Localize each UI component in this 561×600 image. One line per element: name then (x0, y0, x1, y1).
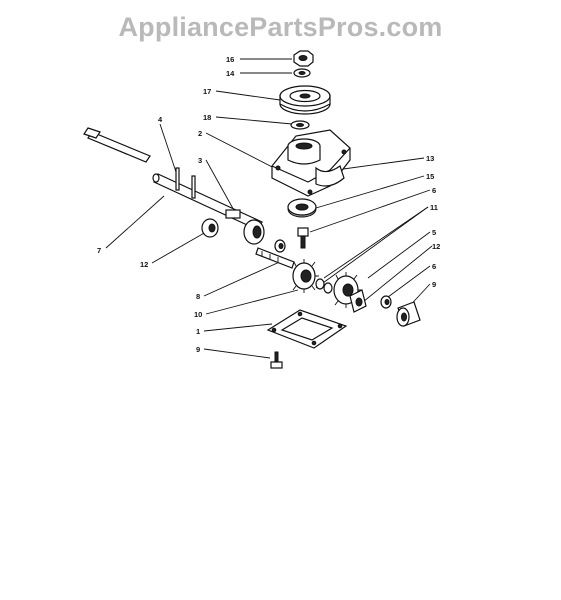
callout-7: 7 (97, 246, 101, 255)
leader-lines (105, 58, 433, 359)
part-9-screw (270, 351, 283, 369)
part-shaft-washer (274, 239, 286, 253)
callout-15: 15 (426, 172, 434, 181)
callout-16: 16 (226, 55, 234, 64)
part-drive-rod (83, 127, 151, 163)
callout-2: 2 (198, 129, 202, 138)
callout-labels: 16 14 17 18 2 4 3 13 15 6 11 7 12 5 12 6… (97, 55, 440, 354)
callout-6-upper: 6 (432, 186, 436, 195)
callout-5: 5 (432, 228, 436, 237)
callout-3: 3 (198, 156, 202, 165)
part-16-nut (293, 50, 314, 67)
site-watermark: AppliancePartsPros.com (118, 12, 443, 42)
part-9-bushing-right (396, 301, 421, 327)
callout-9-right: 9 (432, 280, 436, 289)
part-12-bushing-right (349, 289, 367, 313)
part-17-pulley (279, 85, 331, 115)
part-6-bolt-upper (297, 227, 309, 249)
callout-6-lower: 6 (432, 262, 436, 271)
callout-10: 10 (194, 310, 202, 319)
part-14-washer (293, 68, 311, 78)
part-11-washers (315, 278, 333, 294)
part-2-gear-housing (271, 129, 351, 197)
part-18-spacer (290, 120, 310, 130)
callout-14: 14 (226, 69, 235, 78)
callout-18: 18 (203, 113, 211, 122)
callout-12-left: 12 (140, 260, 148, 269)
part-6-washer-right (380, 295, 392, 309)
part-8-splined-shaft (255, 247, 295, 269)
callout-17: 17 (203, 87, 211, 96)
part-4-pins (175, 167, 196, 199)
part-3-collar (225, 209, 265, 245)
callout-4: 4 (158, 115, 163, 124)
callout-11: 11 (430, 203, 438, 212)
callout-9-bottom: 9 (196, 345, 200, 354)
callout-12-right: 12 (432, 242, 440, 251)
callout-13: 13 (426, 154, 434, 163)
callout-1: 1 (196, 327, 200, 336)
callout-8: 8 (196, 292, 200, 301)
part-1-gasket (266, 309, 348, 349)
part-13-bearing (287, 198, 317, 218)
part-12-bushing-left (201, 218, 219, 238)
part-10-gear (292, 259, 319, 293)
